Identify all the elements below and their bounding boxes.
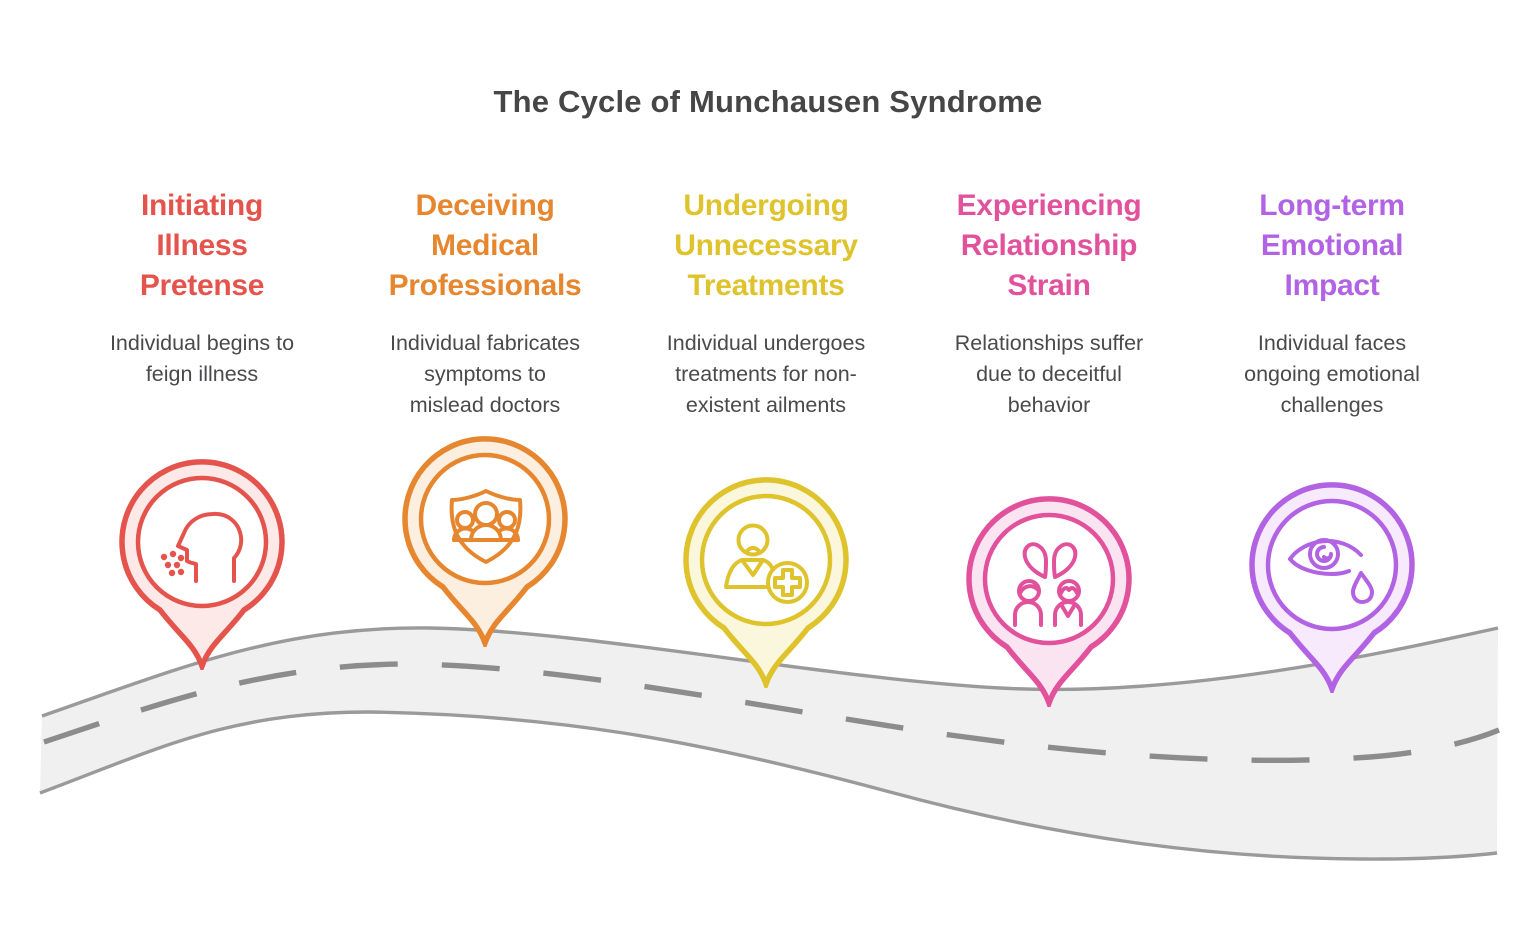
road-surface: [40, 627, 1498, 860]
stage-description: Individual fabricates symptoms to mislea…: [389, 331, 581, 417]
page-title: The Cycle of Munchausen Syndrome: [493, 84, 1043, 119]
map-pin-long-term-emotional-impact: [1246, 479, 1418, 693]
stage-description: Relationships suffer due to deceitful be…: [954, 331, 1144, 417]
map-pin-undergoing-unnecessary-treatments: [680, 474, 852, 688]
stage-heading: Undergoing Unnecessary Treatments: [674, 189, 858, 302]
stage-column-initiating-illness-pretense: Initiating Illness Pretense Individual b…: [62, 186, 342, 390]
stage-description: Individual faces ongoing emotional chall…: [1244, 331, 1420, 417]
pin-inner-circle: [982, 512, 1116, 646]
crying-eye-icon: [1288, 538, 1374, 604]
stage-description: Individual begins to feign illness: [109, 331, 295, 386]
stage-column-deceiving-medical-professionals: Deceiving Medical Professionals Individu…: [345, 186, 625, 421]
map-pin-deceiving-medical-professionals: [399, 433, 571, 647]
stage-heading: Experiencing Relationship Strain: [956, 189, 1142, 302]
stage-column-long-term-emotional-impact: Long-term Emotional Impact Individual fa…: [1192, 186, 1472, 421]
road-bottom-edge: [39, 710, 1498, 861]
shield-team-icon: [449, 489, 523, 564]
road-top-edge: [41, 626, 1499, 718]
stage-heading: Long-term Emotional Impact: [1259, 189, 1405, 302]
stage-column-experiencing-relationship-strain: Experiencing Relationship Strain Relatio…: [909, 186, 1189, 421]
map-pin-initiating-illness-pretense: [116, 456, 288, 670]
stage-description: Individual undergoes treatments for non-…: [666, 331, 866, 417]
stage-column-undergoing-unnecessary-treatments: Undergoing Unnecessary Treatments Indivi…: [626, 186, 906, 421]
stage-heading: Deceiving Medical Professionals: [388, 189, 582, 302]
stage-heading: Initiating Illness Pretense: [139, 189, 265, 302]
map-pin-experiencing-relationship-strain: [963, 493, 1135, 707]
patient-plus-icon: [724, 523, 809, 604]
pin-inner-circle: [135, 475, 269, 609]
road-center-line: [43, 661, 1501, 764]
sneezing-head-icon: [160, 511, 244, 583]
broken-heart-couple-icon: [1013, 542, 1083, 627]
